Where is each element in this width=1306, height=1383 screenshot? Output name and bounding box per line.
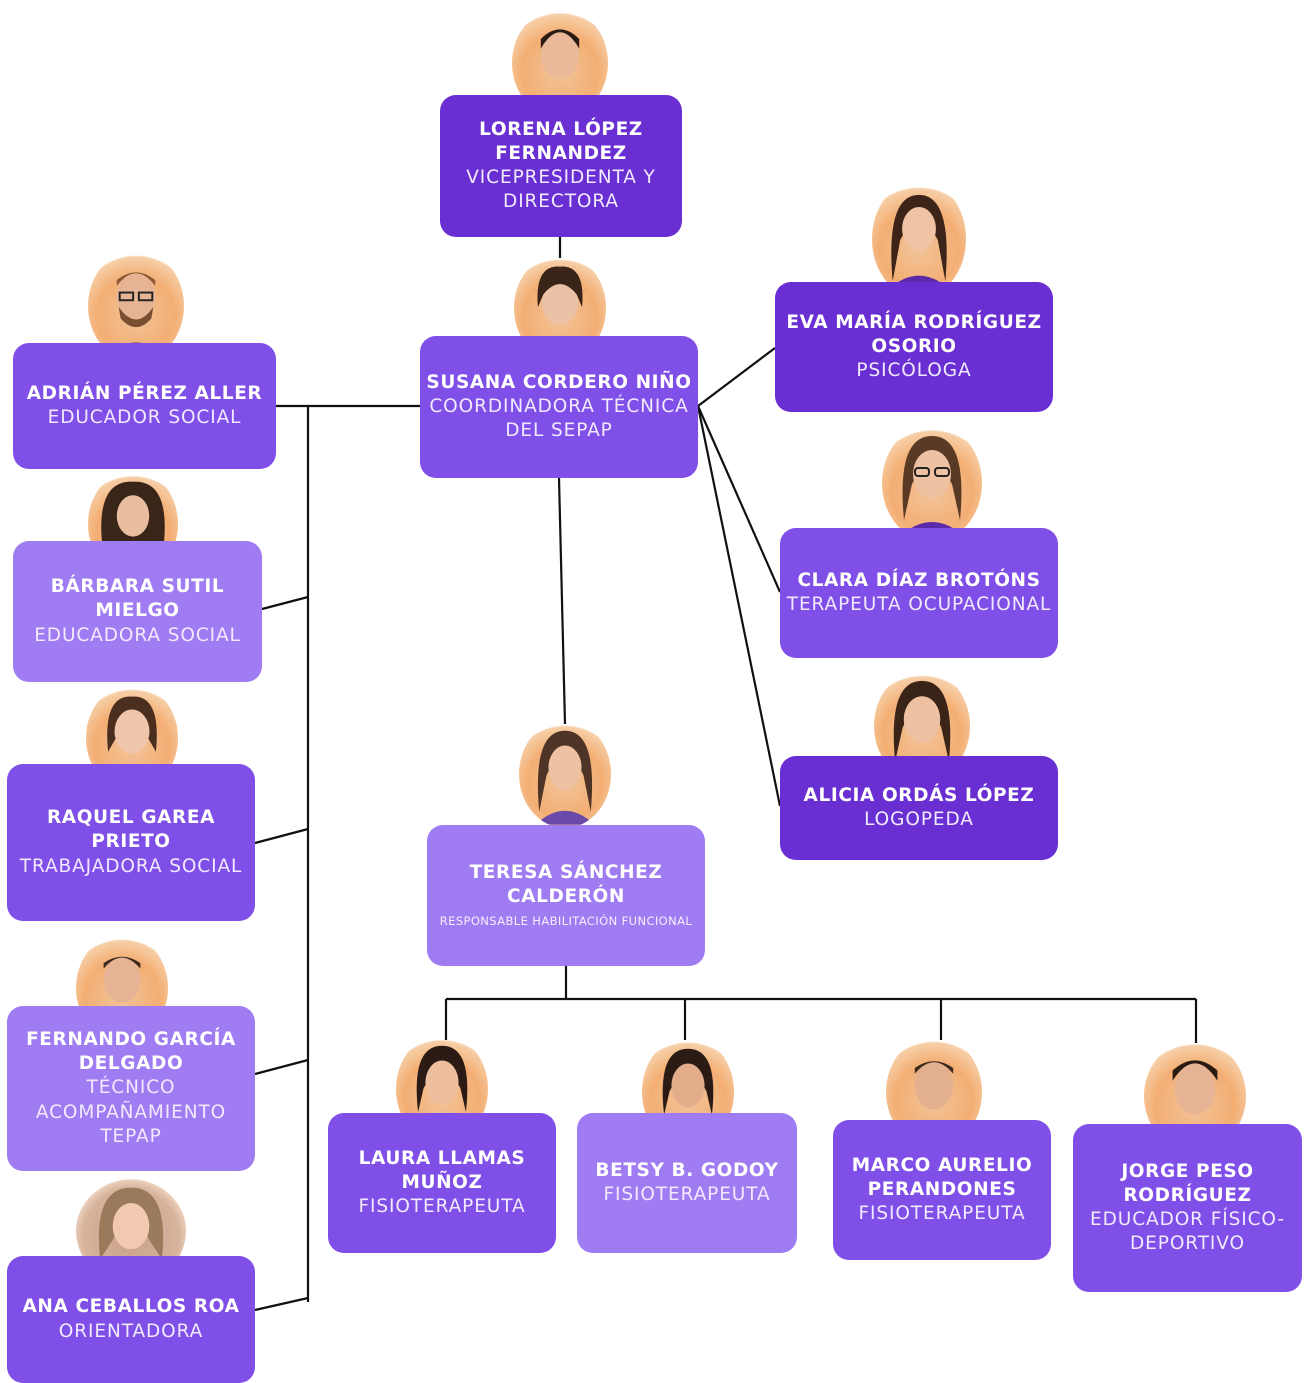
person-card-fernando: FERNANDO GARCÍA DELGADO TÉCNICO ACOMPAÑA…: [7, 1006, 255, 1171]
person-name: ANA CEBALLOS ROA: [22, 1296, 240, 1318]
person-role: ORIENTADORA: [58, 1320, 204, 1342]
person-card-adrian: ADRIÁN PÉREZ ALLER EDUCADOR SOCIAL: [13, 343, 276, 469]
person-card-teresa: TERESA SÁNCHEZ CALDERÓN RESPONSABLE HABI…: [427, 825, 705, 966]
person-photo-icon: [519, 720, 611, 828]
person-name: MARCO AURELIO PERANDONES: [851, 1154, 1033, 1200]
person-name: LAURA LLAMAS MUÑOZ: [358, 1147, 526, 1193]
person-role: COORDINADORA TÉCNICA DEL SEPAP: [429, 395, 689, 442]
person-card-ana: ANA CEBALLOS ROA ORIENTADORA: [7, 1256, 255, 1383]
person-role: EDUCADOR SOCIAL: [47, 407, 242, 428]
person-name: FERNANDO GARCÍA DELGADO: [26, 1029, 236, 1075]
person-role: EDUCADOR FÍSICO-DEPORTIVO: [1090, 1209, 1285, 1255]
person-name: RAQUEL GAREA PRIETO: [46, 807, 216, 853]
person-role: PSICÓLOGA: [856, 360, 972, 382]
person-card-eva: EVA MARÍA RODRÍGUEZ OSORIO PSICÓLOGA: [775, 282, 1053, 412]
person-name: CLARA DÍAZ BROTÓNS: [797, 569, 1041, 591]
person-role: TERAPEUTA OCUPACIONAL: [786, 594, 1052, 615]
person-card-clara: CLARA DÍAZ BROTÓNS TERAPEUTA OCUPACIONAL: [780, 528, 1058, 658]
person-card-alicia: ALICIA ORDÁS LÓPEZ LOGOPEDA: [780, 756, 1058, 860]
person-card-raquel: RAQUEL GAREA PRIETO TRABAJADORA SOCIAL: [7, 764, 255, 921]
person-name: BETSY B. GODOY: [595, 1159, 779, 1181]
person-role: LOGOPEDA: [864, 809, 974, 830]
person-name: ADRIÁN PÉREZ ALLER: [26, 382, 263, 404]
person-role: EDUCADORA SOCIAL: [34, 624, 241, 646]
person-role: FISIOTERAPEUTA: [358, 1196, 526, 1218]
person-photo-icon: [882, 424, 982, 542]
person-role: TÉCNICO ACOMPAÑAMIENTO TEPAP: [35, 1077, 227, 1147]
person-name: EVA MARÍA RODRÍGUEZ OSORIO: [786, 311, 1042, 357]
person-name: SUSANA CORDERO NIÑO: [426, 371, 692, 393]
person-card-susana: SUSANA CORDERO NIÑO COORDINADORA TÉCNICA…: [420, 336, 698, 478]
person-photo-icon: [872, 180, 966, 298]
person-role: VICEPRESIDENTA Y DIRECTORA: [466, 167, 656, 213]
person-role: RESPONSABLE HABILITACIÓN FUNCIONAL: [439, 913, 693, 928]
person-name: BÁRBARA SUTIL MIELGO: [50, 576, 225, 622]
person-role: FISIOTERAPEUTA: [603, 1184, 771, 1205]
person-card-laura: LAURA LLAMAS MUÑOZ FISIOTERAPEUTA: [328, 1113, 556, 1253]
person-name: ALICIA ORDÁS LÓPEZ: [803, 784, 1035, 806]
person-card-barbara: BÁRBARA SUTIL MIELGO EDUCADORA SOCIAL: [13, 541, 262, 682]
person-name: LORENA LÓPEZ FERNANDEZ: [479, 118, 643, 164]
person-name: JORGE PESO RODRÍGUEZ: [1121, 1160, 1254, 1206]
person-role: FISIOTERAPEUTA: [858, 1203, 1026, 1225]
person-card-betsy: BETSY B. GODOY FISIOTERAPEUTA: [577, 1113, 797, 1253]
person-card-jorge: JORGE PESO RODRÍGUEZ EDUCADOR FÍSICO-DEP…: [1073, 1124, 1302, 1292]
person-card-lorena: LORENA LÓPEZ FERNANDEZ VICEPRESIDENTA Y …: [440, 95, 682, 237]
person-card-marco: MARCO AURELIO PERANDONES FISIOTERAPEUTA: [833, 1120, 1051, 1260]
person-role: TRABAJADORA SOCIAL: [19, 855, 243, 877]
person-name: TERESA SÁNCHEZ CALDERÓN: [469, 861, 663, 907]
